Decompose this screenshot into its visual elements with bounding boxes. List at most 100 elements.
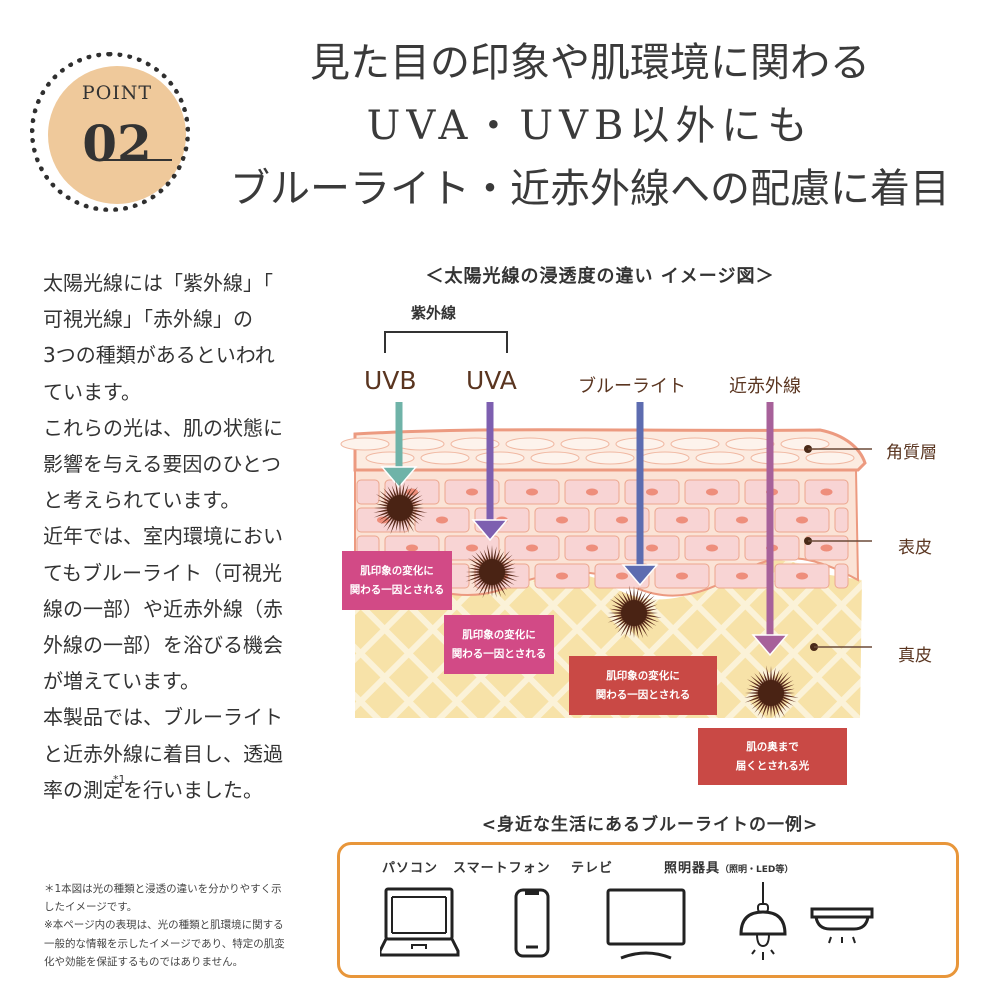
cell-nucleus: [676, 516, 688, 524]
smartphone-icon: [514, 888, 550, 958]
badge-label: POINT: [81, 82, 153, 104]
ray-label-near-infrared: 近赤外線: [729, 376, 801, 397]
footnotes: ＊1本図は光の種類と浸透の違いを分かりやすく示 したイメージです。 ※本ページ内…: [44, 880, 334, 971]
body-line: が増えています。: [43, 669, 200, 694]
cell-nucleus: [646, 488, 658, 496]
ray-shaft: [486, 402, 494, 522]
cell-nucleus: [586, 544, 598, 552]
corneum-scale: [585, 451, 635, 465]
footnote-ref: *1: [113, 772, 126, 786]
cell-nucleus: [377, 516, 389, 524]
epidermis-cell: [834, 507, 849, 533]
corneum-scale: [340, 437, 390, 451]
cell-nucleus: [706, 544, 718, 552]
cell-nucleus: [706, 488, 718, 496]
cell-nucleus: [736, 572, 748, 580]
layer-label-epidermis: 表皮: [898, 538, 932, 558]
corneum-scale: [670, 437, 720, 451]
callout-line: 肌印象の変化に: [606, 669, 680, 682]
layer-label-dermis: 真皮: [898, 646, 932, 666]
pigment-spot-core: [758, 680, 784, 706]
badge-dotted-ring: [30, 52, 190, 212]
ray-arrowhead: [471, 519, 509, 542]
cell-nucleus: [616, 572, 628, 580]
device-sublabel: （照明・LED等）: [720, 865, 794, 875]
badge-number: 02: [82, 114, 152, 173]
corneum-scale: [725, 437, 775, 451]
body-line: てもブルーライト（可視光: [43, 560, 282, 585]
ray-label-uva: UVA: [466, 366, 517, 395]
layer-pointers: [804, 445, 872, 651]
headline-line: ブルーライト・近赤外線への配慮に着目: [230, 166, 950, 212]
footnote-line: ＊1本図は光の種類と浸透の違いを分かりやすく示: [44, 883, 282, 895]
headline: 見た目の印象や肌環境に関わる UVA・UVB以外にも ブルーライト・近赤外線への…: [200, 32, 980, 221]
body-line: 近年では、室内環境におい: [43, 524, 283, 549]
callout-line: 関わる一因とされる: [595, 688, 691, 701]
callout-line: 肌印象の変化に: [360, 564, 434, 577]
cell-nucleus: [466, 488, 478, 496]
body-line: と近赤外線に着目し、透過: [43, 741, 283, 766]
ray-label-uvb: UVB: [364, 366, 417, 395]
callout-line: 肌の奥まで: [746, 740, 799, 753]
epidermis-cell: [834, 563, 849, 589]
cell-nucleus: [820, 544, 833, 552]
headline-line: 見た目の印象や肌環境に関わる: [310, 40, 870, 86]
point-badge: POINT 02: [30, 52, 190, 212]
corneum-scale: [505, 437, 555, 451]
cell-nucleus: [796, 572, 808, 580]
body-text-fragment: 率の測: [43, 777, 103, 802]
corneum-scale: [395, 437, 445, 451]
cell-nucleus: [466, 544, 478, 552]
body-line: 可視光線」「赤外線」の: [43, 307, 253, 332]
callout-line: 関わる一因とされる: [451, 647, 547, 660]
devices-panel: [337, 842, 959, 978]
layer-label-stratum-corneum: 角質層: [886, 443, 937, 463]
ray-arrowhead: [751, 634, 789, 657]
devices-title: <身近な生活にあるブルーライトの一例>: [481, 815, 819, 835]
ray-shaft: [766, 402, 774, 637]
body-text-fragment: を行いました。: [123, 777, 263, 802]
callout-line: 肌印象の変化に: [462, 628, 536, 641]
device-label-smartphone: スマートフォン: [453, 861, 551, 876]
device-label-lighting: 照明器具（照明・LED等）: [664, 857, 793, 876]
callout-uva: 肌印象の変化に 関わる一因とされる: [444, 615, 554, 674]
corneum-scale: [530, 451, 580, 465]
cell-nucleus: [556, 572, 568, 580]
body-line: と考えられています。: [43, 488, 241, 513]
pigment-spot-core: [479, 559, 505, 585]
diagram-title: ＜太陽光線の浸透度の違い イメージ図＞: [425, 266, 775, 287]
footnote-line: 化や効能を保証するものではありません。: [44, 955, 244, 968]
footnote-line: 一般的な情報を示したイメージであり、特定の肌変: [44, 937, 285, 950]
pendant-lamp-icon: [739, 882, 787, 960]
callout-line: 関わる一因とされる: [349, 583, 445, 596]
corneum-scale: [750, 451, 800, 465]
ceiling-light-icon: [810, 907, 874, 944]
body-text-fragment: 定: [103, 777, 123, 802]
corneum-scale: [365, 451, 415, 465]
body-line: 線の一部）や近赤外線（赤: [43, 596, 283, 621]
footnote-line: したイメージです。: [44, 901, 138, 914]
cell-nucleus: [406, 544, 418, 552]
corneum-scale: [640, 451, 690, 465]
callout-near-infrared: 肌の奥まで 届くとされる光: [698, 728, 847, 785]
ray-shaft: [395, 402, 403, 469]
ray-arrowhead: [380, 466, 418, 489]
light-rays: [380, 402, 789, 657]
epidermis-cell: [356, 479, 380, 505]
uv-bracket: [384, 331, 508, 353]
body-line: 3つの種類があるといわれ: [43, 343, 275, 368]
dermis-layer: [355, 559, 862, 718]
uv-group-label: 紫外線: [411, 304, 457, 322]
cell-nucleus: [586, 488, 598, 496]
corneum-scale: [695, 451, 745, 465]
device-label-tv: テレビ: [571, 861, 614, 876]
pigment-spot-core: [387, 495, 413, 521]
laptop-icon: [380, 887, 460, 957]
cell-nucleus: [820, 488, 833, 496]
callout-uvb: 肌印象の変化に 関わる一因とされる: [342, 551, 452, 610]
body-line: ています。: [43, 379, 141, 404]
cell-nucleus: [526, 544, 538, 552]
cell-nucleus: [556, 516, 568, 524]
headline-line: UVA・UVB以外にも: [366, 103, 814, 149]
